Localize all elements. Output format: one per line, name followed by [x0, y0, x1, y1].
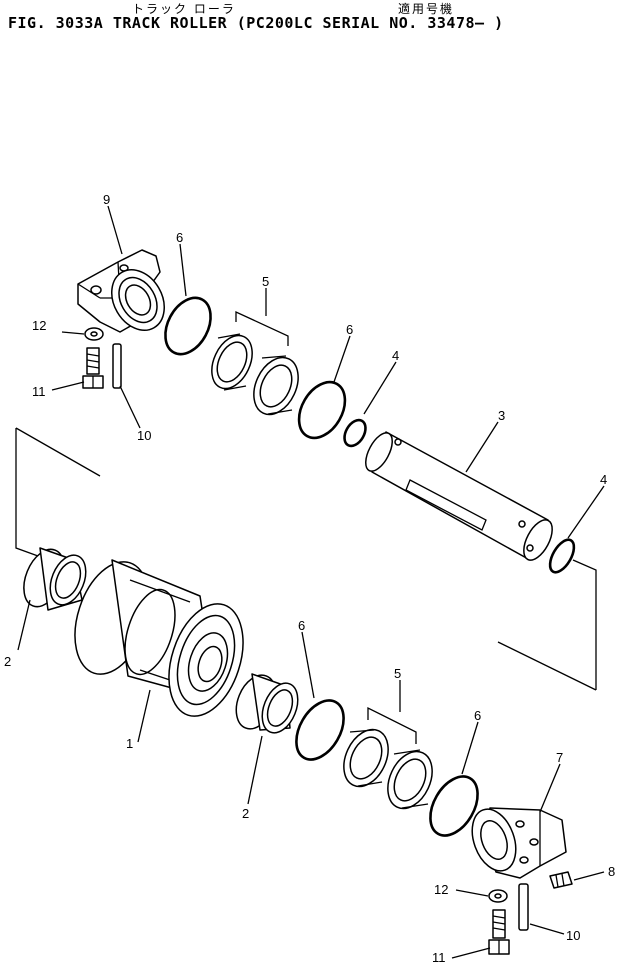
callout-4-b: 4 [600, 472, 607, 487]
grease-plug [549, 871, 573, 889]
lower-washer [488, 889, 508, 903]
small-o-ring-right [548, 538, 576, 574]
japanese-applicable-label: 適用号機 [398, 2, 455, 16]
callout-8: 8 [608, 864, 615, 879]
callout-2-b: 2 [242, 806, 249, 821]
assembly-bracket-right [497, 559, 597, 691]
callout-6-a: 6 [176, 230, 183, 245]
assembly-bracket-left [15, 427, 101, 557]
upper-collar-bracket [77, 249, 165, 333]
callout-10-a: 10 [137, 428, 151, 443]
figure-title: FIG. 3033A TRACK ROLLER (PC200LC SERIAL … [8, 14, 504, 32]
floating-seal-lower-b [387, 749, 433, 810]
japanese-part-name: トラック ローラ [132, 2, 236, 16]
callout-6-d: 6 [474, 708, 481, 723]
o-ring-lower-1 [295, 699, 345, 761]
callout-3: 3 [498, 408, 505, 423]
small-o-ring-upper [343, 418, 367, 448]
track-roller-body [74, 559, 244, 717]
callout-6-b: 6 [346, 322, 353, 337]
callout-5-a: 5 [262, 274, 269, 289]
callout-1: 1 [126, 736, 133, 751]
floating-seal-upper-a [211, 333, 253, 391]
upper-washer [84, 327, 104, 341]
callout-12-b: 12 [434, 882, 448, 897]
floating-seal-lower-a [343, 728, 389, 788]
callout-11-b: 11 [432, 950, 446, 965]
o-ring-lower-2 [429, 775, 479, 837]
o-ring-upper-1 [164, 296, 212, 356]
callout-4-a: 4 [392, 348, 399, 363]
upper-bolt [82, 347, 104, 389]
callout-5-b: 5 [394, 666, 401, 681]
callout-12-a: 12 [32, 318, 46, 333]
floating-seal-upper-b [253, 355, 299, 416]
callout-6-c: 6 [298, 618, 305, 633]
lower-pin [518, 883, 529, 931]
callout-10-b: 10 [566, 928, 580, 943]
roller-shaft [365, 431, 553, 561]
callout-11-a: 11 [32, 384, 46, 399]
lower-collar-bracket [471, 807, 567, 879]
leader-lines [17, 205, 605, 959]
o-ring-upper-2 [297, 380, 347, 440]
callout-9: 9 [103, 192, 110, 207]
lower-bolt [488, 909, 510, 955]
callout-numbers: 9 6 5 6 4 3 4 12 11 10 2 1 6 5 6 2 7 8 1… [4, 192, 615, 965]
callout-2-a: 2 [4, 654, 11, 669]
callout-7: 7 [556, 750, 563, 765]
bushing-center [235, 673, 299, 734]
bushing-left [23, 547, 87, 611]
upper-pin [112, 343, 122, 389]
